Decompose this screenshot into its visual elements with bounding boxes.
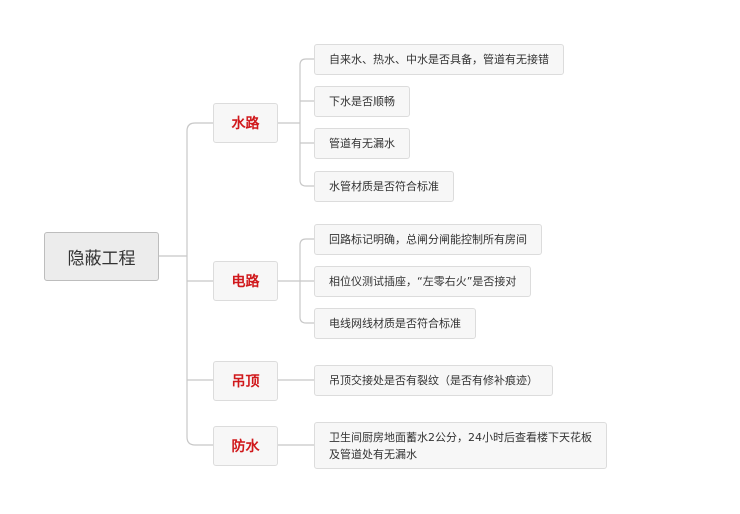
- leaf-node[interactable]: 卫生间厨房地面蓄水2公分，24小时后查看楼下天花板及管道处有无漏水: [314, 422, 607, 469]
- branch-ceiling[interactable]: 吊顶: [213, 361, 278, 401]
- leaf-node[interactable]: 水管材质是否符合标准: [314, 171, 454, 202]
- connector-trunk: [186, 122, 196, 446]
- branch-waterproof[interactable]: 防水: [213, 426, 278, 466]
- connector-electric: [278, 238, 314, 324]
- connector-water: [278, 58, 314, 187]
- branch-electric[interactable]: 电路: [213, 261, 278, 301]
- leaf-node[interactable]: 电线网线材质是否符合标准: [314, 308, 476, 339]
- leaf-node[interactable]: 吊顶交接处是否有裂纹（是否有修补痕迹）: [314, 365, 553, 396]
- leaf-node[interactable]: 管道有无漏水: [314, 128, 410, 159]
- branch-water[interactable]: 水路: [213, 103, 278, 143]
- root-node[interactable]: 隐蔽工程: [44, 232, 159, 281]
- leaf-node[interactable]: 相位仪测试插座，“左零右火”是否接对: [314, 266, 532, 297]
- leaf-node[interactable]: 回路标记明确，总闸分闸能控制所有房间: [314, 224, 542, 255]
- leaf-node[interactable]: 下水是否顺畅: [314, 86, 410, 117]
- leaf-node[interactable]: 自来水、热水、中水是否具备，管道有无接错: [314, 44, 564, 75]
